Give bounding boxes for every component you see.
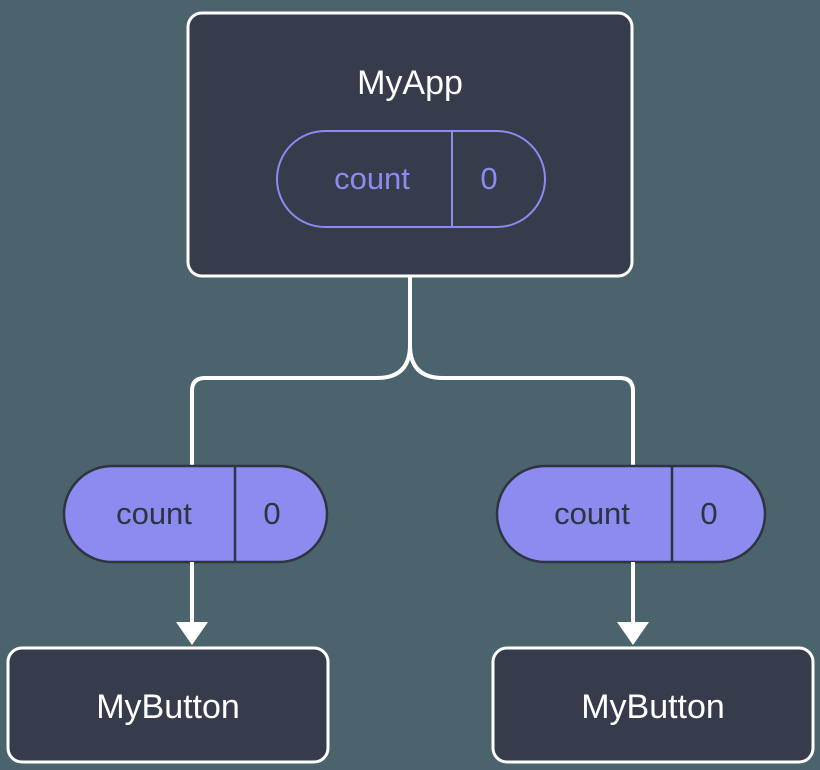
- node-mybutton-right[interactable]: MyButton: [491, 646, 815, 764]
- left-arrow-head-icon: [176, 622, 208, 645]
- myapp-label: MyApp: [357, 64, 463, 102]
- left-pill-key: count: [116, 496, 192, 531]
- myapp-state-pill[interactable]: count 0: [276, 130, 546, 228]
- mybutton-left-box[interactable]: [6, 646, 330, 764]
- myapp-pill-value: 0: [480, 161, 497, 196]
- mybutton-right-box[interactable]: [491, 646, 815, 764]
- right-arrow: [617, 562, 649, 645]
- connector-trunk: [190, 276, 412, 466]
- right-pill-value: 0: [700, 496, 717, 531]
- connector-branch-right: [408, 344, 635, 466]
- branch-right: count 0 MyButton: [491, 464, 815, 764]
- left-pill-value: 0: [263, 496, 280, 531]
- right-pill-shape[interactable]: [495, 464, 767, 564]
- connector-tree: [190, 276, 635, 466]
- left-state-pill[interactable]: count 0: [62, 464, 329, 564]
- right-pill-key: count: [554, 496, 630, 531]
- right-arrow-head-icon: [617, 622, 649, 645]
- left-arrow: [176, 562, 208, 645]
- mybutton-left-label: MyButton: [96, 688, 240, 726]
- right-state-pill[interactable]: count 0: [495, 464, 767, 564]
- branch-left: count 0 MyButton: [6, 464, 330, 764]
- node-myapp[interactable]: MyApp count 0: [186, 11, 634, 278]
- myapp-pill-shape[interactable]: [276, 130, 546, 228]
- mybutton-right-label: MyButton: [581, 688, 725, 726]
- node-mybutton-left[interactable]: MyButton: [6, 646, 330, 764]
- left-pill-shape[interactable]: [62, 464, 329, 564]
- myapp-box[interactable]: [186, 11, 634, 278]
- myapp-pill-key: count: [334, 161, 410, 196]
